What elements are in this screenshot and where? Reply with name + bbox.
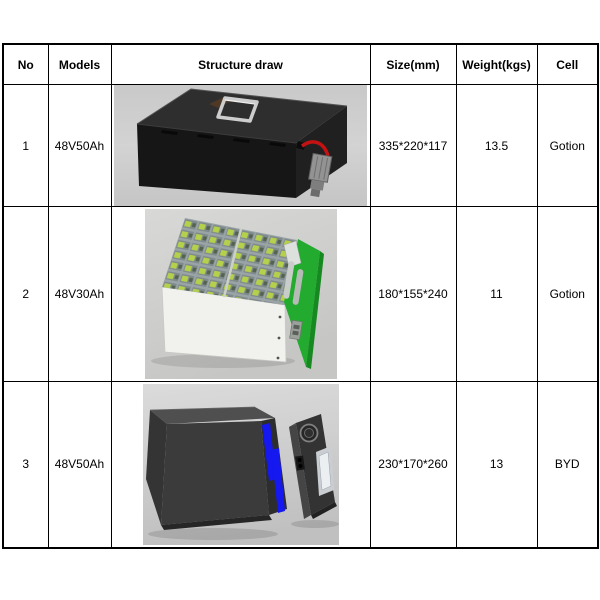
gray-connector — [308, 152, 333, 198]
structure-image-row2 — [144, 209, 337, 379]
row2-weight: 11 — [455, 206, 538, 382]
panel-connector — [294, 455, 305, 471]
blue-cell-stripe — [270, 447, 285, 513]
header-row: No Models Structure draw Size(mm) Weight… — [2, 43, 599, 85]
structure-image-row3 — [142, 383, 339, 545]
row3-cell-brand: BYD — [536, 381, 599, 548]
row1-weight: 13.5 — [455, 84, 538, 207]
column-header-weight: Weight(kgs) — [455, 43, 538, 85]
row3-size: 230*170*260 — [369, 381, 457, 548]
row2-no: 2 — [2, 206, 49, 382]
power-cable — [296, 140, 330, 157]
structure-image-row1 — [114, 85, 367, 206]
carry-handle — [209, 96, 259, 123]
row1-cell-brand: Gotion — [536, 84, 599, 207]
row3-model: 48V50Ah — [47, 381, 112, 548]
board-connector — [288, 319, 303, 341]
row2-structure-cell — [110, 206, 371, 382]
column-header-structure-draw: Structure draw — [110, 43, 371, 85]
row3-no: 3 — [2, 381, 49, 548]
column-header-no: No — [2, 43, 49, 85]
table-row: 3 48V50Ah — [2, 381, 599, 548]
row1-model: 48V50Ah — [47, 84, 112, 207]
green-bms-board — [276, 239, 324, 369]
row2-size: 180*155*240 — [369, 206, 457, 382]
row2-cell-brand: Gotion — [536, 206, 599, 382]
black-battery-box — [136, 88, 348, 198]
row3-weight: 13 — [455, 381, 538, 548]
row3-structure-cell — [110, 381, 371, 548]
dark-battery-box — [145, 406, 287, 530]
vent-slots — [161, 130, 286, 147]
table-row: 1 48V50Ah — [2, 84, 599, 207]
row1-structure-cell — [110, 84, 371, 207]
column-header-size: Size(mm) — [369, 43, 457, 85]
table-row: 2 48V30Ah — [2, 206, 599, 382]
column-header-cell: Cell — [536, 43, 599, 85]
battery-module-housing — [161, 218, 302, 363]
row1-no: 1 — [2, 84, 49, 207]
detached-end-panel — [288, 413, 337, 519]
column-header-models: Models — [47, 43, 112, 85]
blue-cell-stripe — [261, 422, 276, 481]
row1-size: 335*220*117 — [369, 84, 457, 207]
row2-model: 48V30Ah — [47, 206, 112, 382]
battery-models-table: No Models Structure draw Size(mm) Weight… — [2, 43, 599, 549]
battery-cells-top — [161, 218, 297, 305]
